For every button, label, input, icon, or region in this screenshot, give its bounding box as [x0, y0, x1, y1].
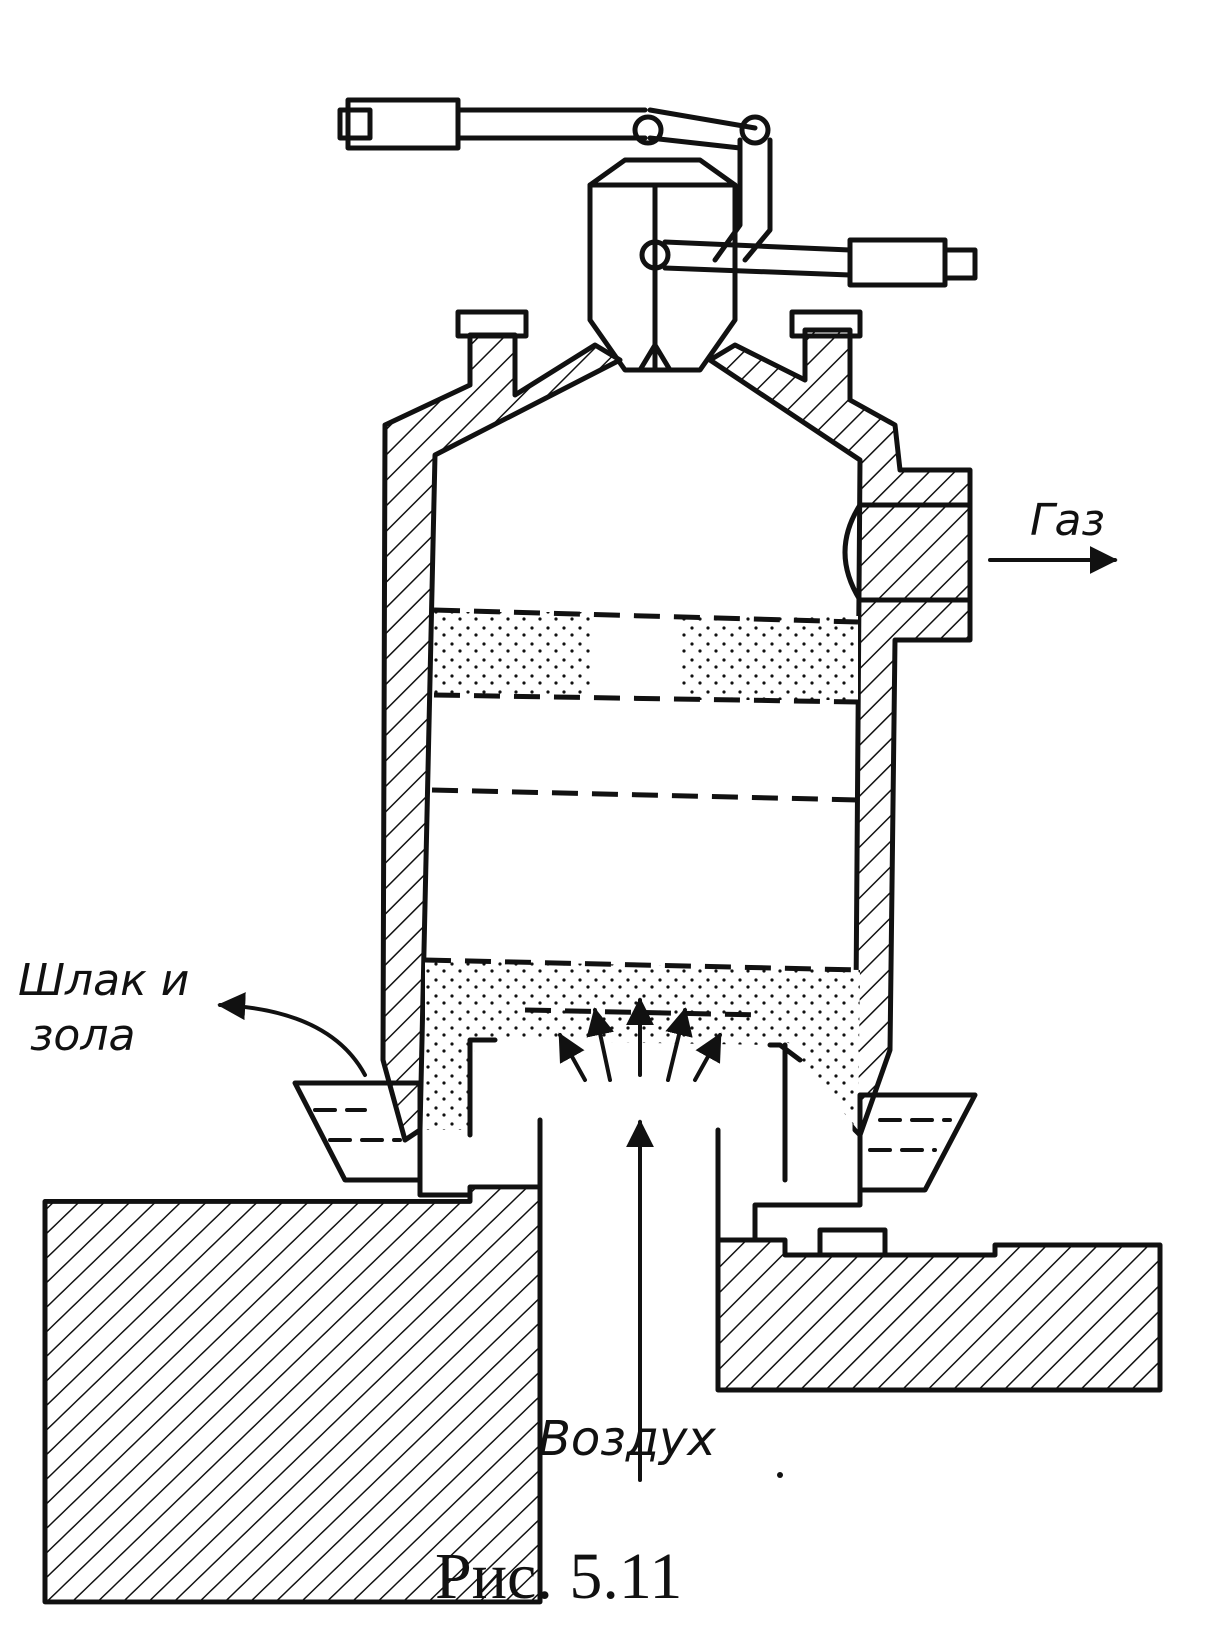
- slag-label-line2: зола: [30, 1010, 135, 1061]
- pivot-top: [632, 114, 664, 146]
- slag-label-line1: Шлак и: [18, 955, 189, 1006]
- foundation: [42, 1177, 1163, 1605]
- lever-mechanism: [337, 97, 978, 288]
- speck: [777, 1472, 783, 1478]
- charging-hopper: [587, 157, 738, 373]
- left-wall: [380, 332, 623, 1143]
- counterweight-left: [345, 97, 461, 151]
- foundation-right: [715, 1237, 1163, 1393]
- slag-arrow: [217, 992, 367, 1077]
- counterweight-right: [847, 237, 948, 288]
- fuel-layers: [424, 607, 861, 1130]
- figure-caption: Рис. 5.11: [435, 1540, 682, 1613]
- ash-zone: [425, 960, 860, 1130]
- gas-outlet: Газ: [842, 495, 1118, 603]
- gas-label: Газ: [1030, 495, 1105, 546]
- air-label: Воздух: [538, 1411, 716, 1467]
- foundation-left: [42, 1184, 543, 1605]
